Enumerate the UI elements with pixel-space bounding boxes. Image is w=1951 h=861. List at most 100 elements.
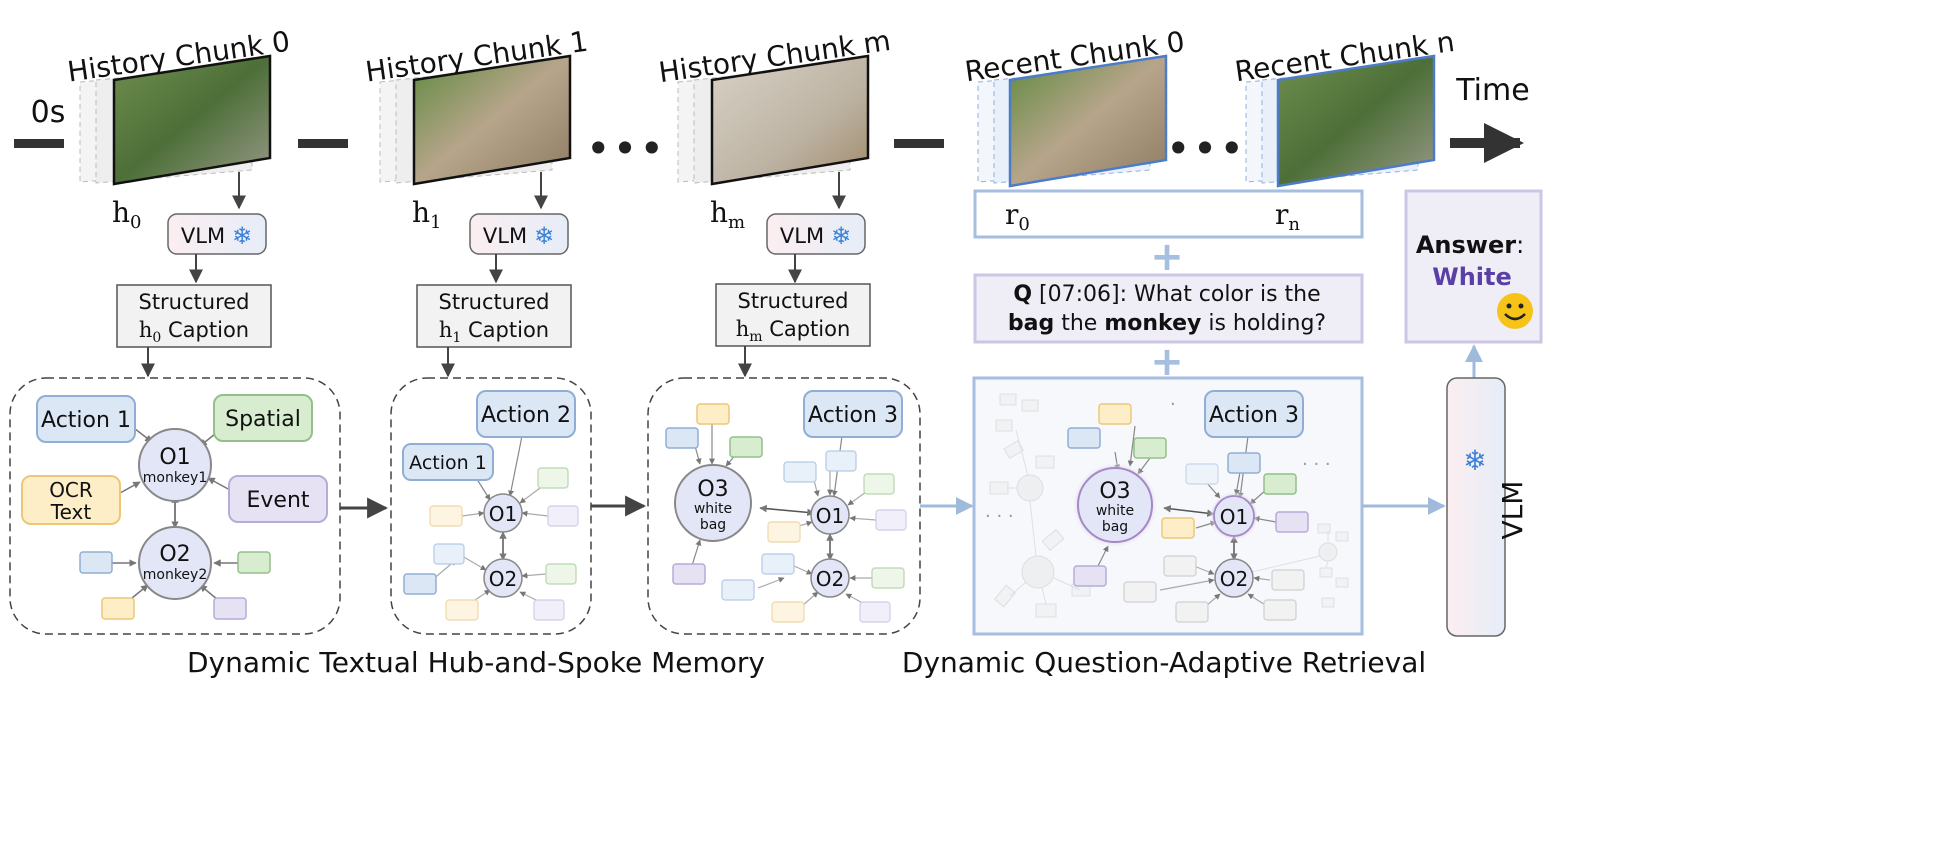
question-line-1: Q [07:06]: What color is the	[1013, 282, 1320, 307]
snowflake-icon: ❄	[534, 222, 554, 250]
caption-line-1: Structured	[438, 290, 549, 314]
caption-line-1: Structured	[138, 290, 249, 314]
recent-chunk-0: Recent Chunk 0	[963, 25, 1187, 188]
action-node	[803, 390, 903, 438]
object-hub-o3	[674, 464, 752, 542]
caption-line-2: h0 Caption	[139, 318, 249, 346]
video-frame-thumbnail	[710, 54, 870, 186]
vlm-box	[766, 213, 866, 255]
vlm-label: VLM	[483, 224, 527, 248]
ocr-node	[21, 475, 121, 525]
action-node-label: Action 3	[808, 403, 898, 428]
vlm-box	[167, 213, 267, 255]
action-node	[402, 443, 494, 481]
video-frame-thumbnail	[112, 54, 272, 186]
action-node-label: Action 1	[409, 452, 487, 474]
answer-box: Answer: White	[1404, 189, 1543, 344]
vlm-box	[469, 213, 569, 255]
hub-label: O2	[159, 542, 190, 567]
history-symbol: h1	[412, 196, 442, 233]
object-hub-o3	[1077, 467, 1153, 543]
retrieval-caption: Dynamic Question-Adaptive Retrieval	[902, 646, 1426, 679]
caption-line-2: h1 Caption	[439, 318, 549, 346]
plus-icon: +	[1150, 234, 1184, 280]
structured-caption-box	[715, 283, 871, 347]
hub-sublabel: monkey2	[143, 567, 208, 583]
video-frame-thumbnail	[1008, 54, 1168, 188]
history-chunk-0: History Chunk 0 h0 VLM ❄ Structured h0 C…	[65, 25, 292, 378]
memory-graph-2: Action 2 Action 1 O1 O2	[390, 377, 592, 635]
recent-chunk-n: Recent Chunk n	[1233, 25, 1457, 188]
vlm-label: VLM	[1496, 481, 1529, 540]
timeline-segment	[894, 139, 944, 148]
timeline: 0s ••• ••• Time	[14, 73, 1530, 173]
snowflake-icon: ❄	[831, 222, 851, 250]
vlm-label: VLM	[181, 224, 225, 248]
hub-sublabel: bag	[1102, 519, 1128, 535]
event-node-label: Event	[246, 488, 309, 513]
history-symbol: h0	[112, 196, 142, 233]
hub-sublabel: white	[694, 501, 732, 517]
object-hub-o2	[138, 526, 212, 600]
hub-label: O3	[697, 477, 728, 502]
answer-value: White	[1432, 263, 1512, 291]
action-node-label: Action 2	[481, 403, 571, 428]
object-hub-o1	[483, 493, 523, 533]
final-vlm-box: VLM ❄	[1446, 344, 1529, 637]
timeline-dots: •••	[586, 124, 666, 173]
hub-label: O3	[1099, 479, 1130, 504]
hub-label: O1	[159, 445, 190, 470]
action-node-label: Action 1	[41, 408, 131, 433]
hub-label: O1	[816, 504, 844, 528]
snowflake-icon: ❄	[232, 222, 252, 250]
recent-symbol-0: r0	[1005, 198, 1030, 235]
structured-caption-box	[416, 284, 572, 348]
hub-sublabel: white	[1096, 503, 1134, 519]
timeline-start-label: 0s	[31, 95, 66, 130]
history-symbol: hm	[710, 196, 745, 233]
action-node	[476, 390, 576, 438]
ocr-node-label: OCR	[49, 478, 93, 502]
memory-caption: Dynamic Textual Hub-and-Spoke Memory	[187, 646, 765, 679]
event-node	[228, 475, 328, 523]
history-chunk-1: History Chunk 1 h1 VLM ❄ Structured h1 C…	[363, 25, 590, 378]
question-box: Q [07:06]: What color is the bag the mon…	[973, 273, 1364, 344]
structured-caption-box	[116, 284, 272, 348]
ellipsis-dots: · · ·	[1302, 454, 1331, 475]
video-frame-thumbnail	[412, 54, 572, 186]
action-node-label: Action 3	[1209, 403, 1299, 428]
memory-graph-3: Action 3 O3 white bag O1 O2	[647, 377, 921, 635]
smiley-icon	[1497, 293, 1533, 329]
hub-label: O2	[1220, 567, 1248, 591]
memory-graph-1: Action 1 Spatial OCR Text Event O1 monke…	[9, 377, 341, 635]
hub-sublabel: monkey1	[143, 470, 208, 486]
object-hub-o2	[810, 558, 850, 598]
history-chunk-m: History Chunk m hm VLM ❄ Structured hm C…	[657, 24, 893, 378]
video-frame-thumbnail	[1276, 54, 1436, 188]
action-node	[36, 395, 136, 443]
recent-symbol-n: rn	[1275, 198, 1300, 235]
caption-line-1: Structured	[737, 289, 848, 313]
snowflake-icon: ❄	[1463, 444, 1486, 477]
object-hub-o2	[483, 558, 523, 598]
recent-tokens-box: r0 rn	[973, 189, 1364, 239]
object-hub-o1	[810, 495, 850, 535]
caption-line-2: hm Caption	[736, 317, 851, 345]
ocr-node-label: Text	[50, 500, 92, 524]
faded-subgraph	[989, 393, 1349, 618]
ellipsis-dots: ·	[1170, 394, 1176, 415]
object-hub-o2	[1214, 558, 1254, 598]
object-hub-o1	[138, 428, 212, 502]
hub-sublabel: bag	[700, 517, 726, 533]
retrieval-graph: · · · · · · · Action 3	[972, 376, 1364, 636]
timeline-end-label: Time	[1455, 73, 1529, 108]
action-node	[1204, 390, 1304, 438]
hub-label: O1	[489, 502, 517, 526]
hub-label: O2	[489, 567, 517, 591]
vlm-label: VLM	[780, 224, 824, 248]
hub-label: O1	[1220, 505, 1248, 529]
spatial-node	[213, 394, 313, 442]
question-line-2: bag the monkey is holding?	[1008, 311, 1326, 336]
object-hub-o1	[1213, 495, 1255, 537]
